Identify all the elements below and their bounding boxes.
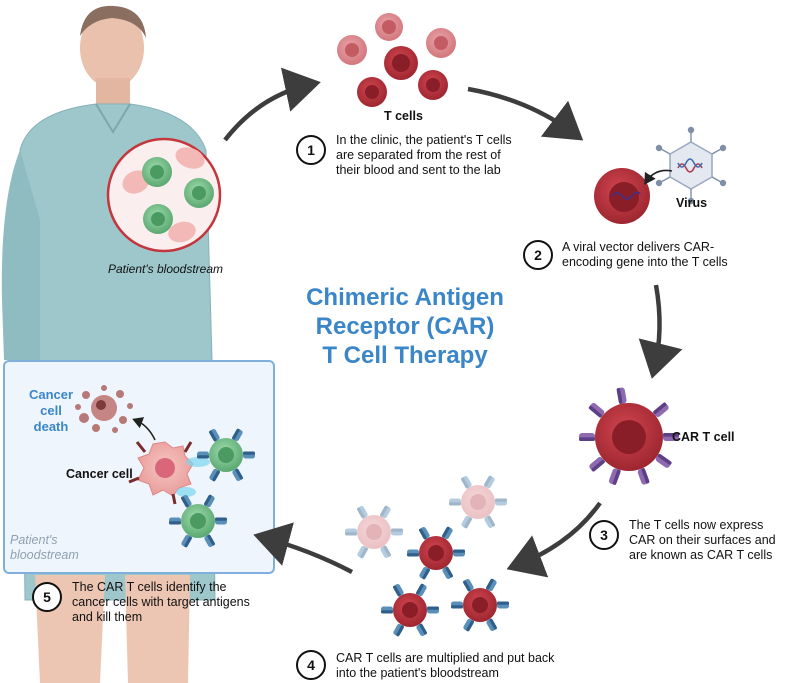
inset-bloodstream-label: Patient's bloodstream	[10, 533, 79, 562]
cancer-cell	[128, 441, 194, 505]
car-t-cell-label: CAR T cell	[672, 430, 735, 444]
arrow-to-t-cells	[223, 67, 321, 142]
arrow-to-car-t-cell	[638, 284, 683, 379]
virus-icon	[655, 126, 727, 205]
step-4-text: CAR T cells are multiplied and put back …	[336, 651, 555, 680]
red-blood-cell	[175, 147, 205, 169]
title-line-1: Chimeric Antigen	[306, 284, 504, 311]
patient-bloodstream-label: Patient's bloodstream	[108, 262, 224, 276]
virus-label: Virus	[676, 196, 708, 210]
step-4-number: 4	[296, 650, 326, 680]
arrow-to-expansion	[506, 501, 602, 578]
t-cells-cluster	[337, 13, 456, 107]
step-2-text: A viral vector delivers CAR-encoding gen…	[562, 240, 728, 269]
arrow-to-bloodstream	[253, 522, 354, 574]
bloodstream-circle	[106, 137, 222, 253]
step-5-text: The CAR T cells identify the cancer cell…	[72, 580, 250, 624]
car-t-cells-expanded	[345, 475, 509, 637]
step-2-number: 2	[523, 240, 553, 270]
step-5-number: 5	[32, 582, 62, 612]
title-line-3: T Cell Therapy	[322, 342, 488, 369]
diagram-title: Chimeric Antigen Receptor (CAR) T Cell T…	[270, 283, 540, 370]
cancer-cell-label: Cancer cell	[66, 467, 133, 481]
bloodstream-inset	[3, 360, 275, 574]
title-line-2: Receptor (CAR)	[315, 313, 495, 340]
step-1-number: 1	[296, 135, 326, 165]
red-blood-cell	[168, 221, 196, 243]
dead-cancer-cell	[75, 385, 133, 433]
step-3-text: The T cells now express CAR on their sur…	[629, 518, 776, 562]
arrow-to-virus	[467, 86, 584, 141]
transduced-t-cell	[594, 168, 650, 224]
green-car-t-cell	[197, 428, 255, 482]
patient-head	[80, 8, 144, 88]
t-cells-label: T cells	[384, 109, 423, 123]
car-t-cell	[579, 387, 679, 486]
cancer-cell-death-label: Cancer cell death	[28, 387, 74, 434]
cycle-arrows	[223, 67, 683, 578]
step-3-number: 3	[589, 520, 619, 550]
green-car-t-cell	[169, 494, 227, 548]
step-1-text: In the clinic, the patient's T cells are…	[336, 133, 512, 177]
infection-arrow	[644, 169, 673, 185]
